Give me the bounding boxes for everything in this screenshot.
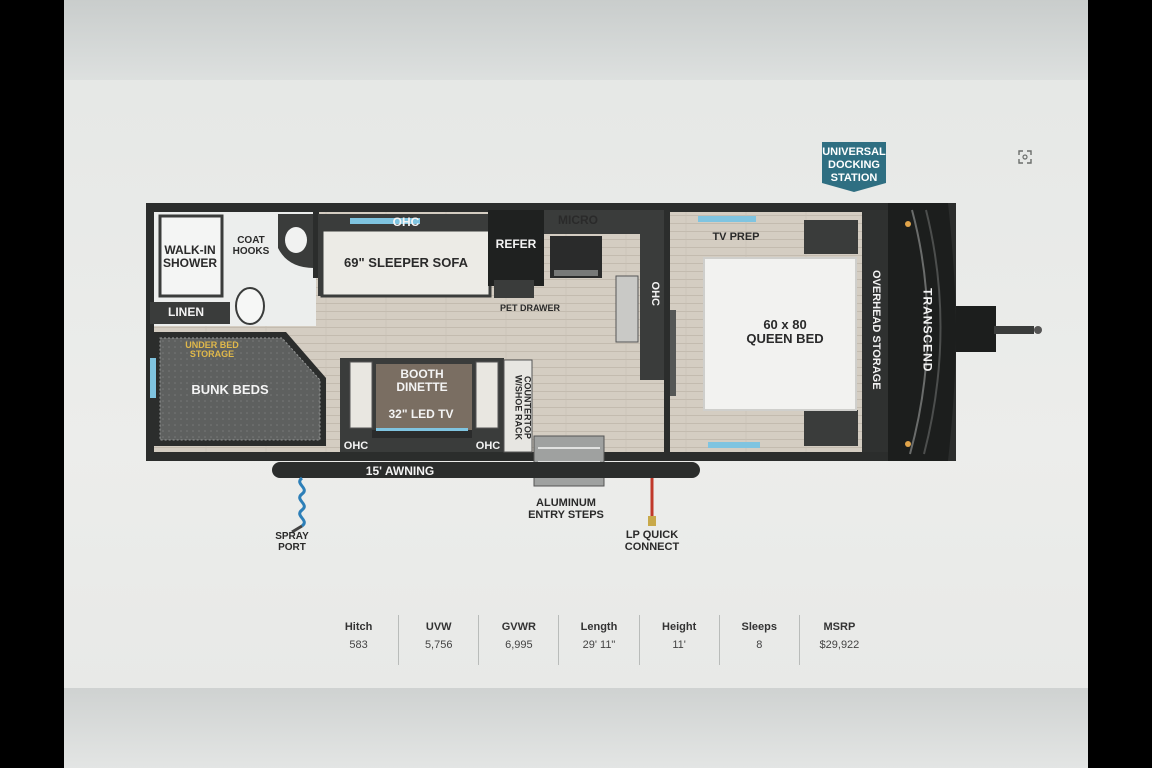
spec-value: 583 [349,639,368,651]
label-sleeper-sofa: 69" SLEEPER SOFA [344,255,468,270]
monitor-bezel-bottom [64,688,1088,768]
countertop-shoe-rack [503,359,533,453]
spec-value: 11' [672,639,686,651]
label-micro: MICRO [558,213,598,227]
spec-label: Height [662,621,697,633]
spray-hose [298,476,306,528]
label-pet-drawer: PET DRAWER [499,303,560,313]
pet-drawer [494,280,534,298]
label-led-tv: 32" LED TV [388,407,454,421]
spec-label: Sleeps [741,621,777,633]
spec-label: Hitch [344,621,373,633]
spec-value: 29' 11" [582,639,616,651]
spec-sleeps: Sleeps 8 [720,615,800,665]
label-spray-port: SPRAY PORT [275,531,309,553]
spec-label: MSRP [823,621,856,633]
label-refer: REFER [495,237,537,251]
label-booth-dinette: BOOTH DINETTE [396,367,448,394]
spec-msrp: MSRP $29,922 [800,615,879,665]
expand-icon[interactable] [1018,150,1032,164]
queen-bed [703,257,857,411]
universal-docking-station-badge: UNIVERSAL DOCKING STATION [822,142,886,192]
spec-height: Height 11' [640,615,720,665]
led-tv [372,430,472,438]
label-lp-connect: LP QUICK CONNECT [624,529,680,553]
spec-value: 5,756 [424,639,453,651]
linen-cabinet [150,302,230,324]
spec-value: 6,995 [505,639,533,651]
photo-of-screen: WALK-IN SHOWER COAT HOOKS OHC 69" SLEEPE… [64,0,1088,768]
bunk-beds [159,337,321,441]
floorplan-screen: WALK-IN SHOWER COAT HOOKS OHC 69" SLEEPE… [64,80,1088,688]
spec-value: 8 [756,639,763,651]
bedroom-light [708,442,760,448]
spec-length: Length 29' 11" [559,615,640,665]
spec-label: Length [580,621,618,633]
specs-table: Hitch 583 UVW 5,756 GVWR 6,995 Length 29… [319,615,879,665]
hitch-tongue [994,326,1034,334]
floorplan-drawing [146,203,1042,534]
kitchen-counter [544,210,664,380]
awning-bar [272,462,700,478]
label-ohc-right: OHC [475,440,501,452]
label-entry-steps: ALUMINUM ENTRY STEPS [528,497,604,521]
monitor-bezel-top [64,0,1088,80]
spec-uvw: UVW 5,756 [399,615,480,665]
hitch-frame [956,306,996,352]
ohc-light [350,218,420,224]
nightstand-bottom [804,410,858,446]
spec-label: GVWR [501,621,536,633]
nightstand-top [804,220,858,254]
label-ohc-kitchen: OHC [648,281,661,306]
label-awning: 15' AWNING [365,464,435,478]
dinette-seat-right [475,361,499,429]
overhead-storage [862,210,888,452]
shower-stall [158,214,224,298]
kitchen-sink [615,275,639,343]
label-ohc-top: OHC [392,215,420,229]
refrigerator [488,210,544,286]
label-overhead-storage: OVERHEAD STORAGE [869,269,882,390]
toilet [235,287,265,325]
dinette-table [376,364,472,430]
label-tv-prep: TV PREP [712,231,760,243]
sleeper-sofa [320,228,492,298]
spec-hitch: Hitch 583 [319,615,400,665]
label-queen-bed: 60 x 80 QUEEN BED [746,317,824,346]
label-linen: LINEN [168,305,204,319]
front-cap [888,203,956,461]
label-coat-hooks: COAT HOOKS [232,235,270,257]
sink [285,227,307,253]
label-countertop-shoe-rack: COUNTERTOP W/SHOE RACK [513,374,533,440]
label-walk-in-shower: WALK-IN SHOWER [163,243,217,270]
badge-text: UNIVERSAL DOCKING STATION [822,146,886,184]
tv-prep-light [698,216,756,222]
spec-gvwr: GVWR 6,995 [479,615,560,665]
label-bunk-beds: BUNK BEDS [191,382,269,397]
label-ohc-left: OHC [343,440,369,452]
brand-logo: TRANSCEND [920,288,935,373]
dinette-seat-left [349,361,373,429]
label-under-bed-storage: UNDER BED STORAGE [185,340,239,360]
spec-value: $29,922 [819,639,860,651]
spec-label: UVW [425,621,452,633]
